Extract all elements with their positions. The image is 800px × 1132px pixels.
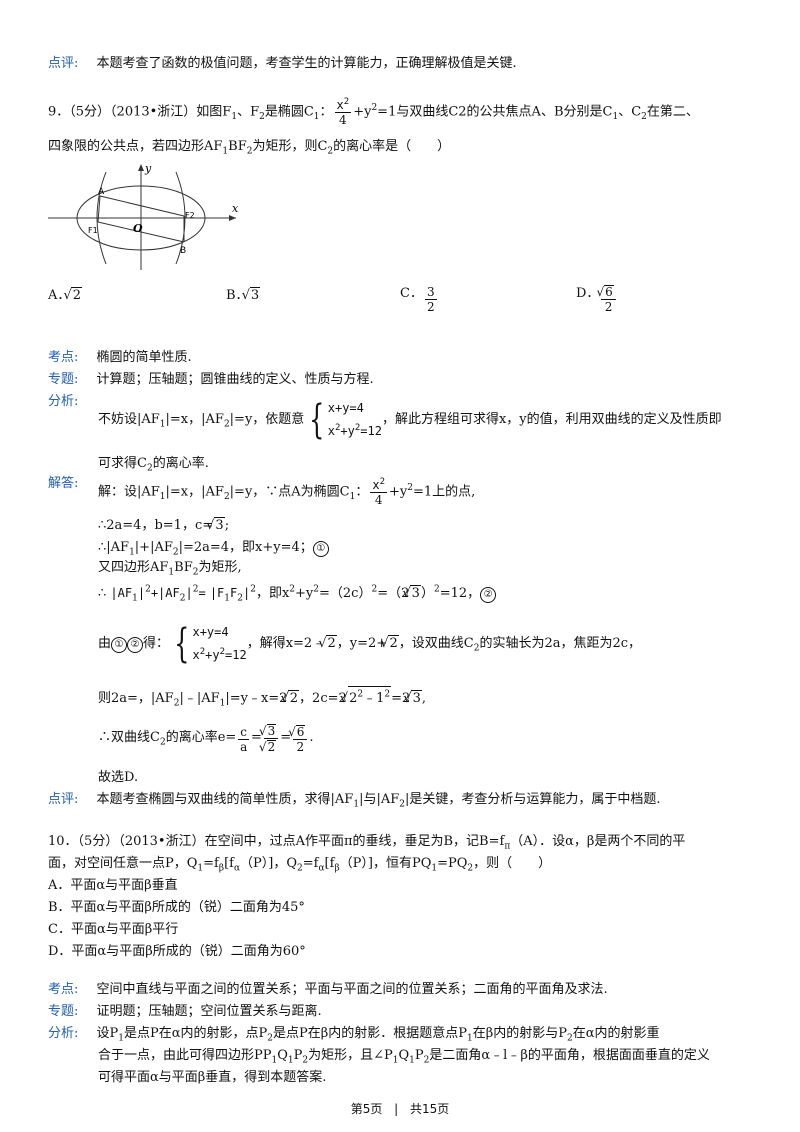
q10-fenxi-row3: 可得平面α与平面β垂直，得到本题答案. <box>98 1070 327 1085</box>
q9-solution-line7: 则2a=，|AF2|﹣|AF1|=y﹣x=22，2c=222﹣12=23, <box>98 686 426 709</box>
q9-solution-line3: ∴|AF1|+|AF2|=2a=4，即x+y=4；① <box>98 536 329 558</box>
q10-stem-line2: 面，对空间任意一点P，Q1=fβ[fα（P）]，Q2=fα[fβ（P）]，恒有P… <box>48 856 552 874</box>
segment-f1b <box>97 221 185 243</box>
y-axis-arrow <box>138 164 144 171</box>
q10-option-a[interactable]: A．平面α与平面β垂直 <box>48 878 178 893</box>
q9-solution-line8: ∴双曲线C2的离心率e=ca=32=62. <box>98 724 314 753</box>
top-comment-text: 本题考查了函数的极值问题，考查学生的计算能力，正确理解极值是关键. <box>96 56 517 71</box>
q9-option-a[interactable]: A．2 <box>48 284 82 303</box>
ellipse-hyperbola-figure: y x A B O F1 F2 <box>48 162 239 270</box>
q9-solution-line5: ∴ |AF1|2+|AF2|2= |F1F2|2，即x2+y2=（2c）2=（2… <box>98 582 497 604</box>
fig-label-B: B <box>180 246 186 256</box>
page-footer: 第5页 | 共15页 <box>0 1100 800 1117</box>
page-number: 第5页 <box>350 1102 383 1116</box>
fig-label-O: O <box>133 222 143 235</box>
footer-separator: | <box>394 1102 399 1116</box>
q10-fenxi-row2: 合于一点，由此可得四边形PP1Q1P2为矩形，且∠P1Q1P2是二面角α﹣l﹣β… <box>98 1048 710 1066</box>
q10-fenxi-row1: 分析: 设P1是点P在α内的射影，点P2是点P在β内的射影．根据题意点P1在β内… <box>48 1026 660 1044</box>
q9-option-b[interactable]: B．3 <box>226 284 261 303</box>
q10-kaodian-row: 考点: 空间中直线与平面之间的位置关系；平面与平面之间的位置关系；二面角的平面角… <box>48 982 608 997</box>
q9-kaodian-row: 考点: 椭圆的简单性质. <box>48 350 192 365</box>
q9-solution-line9: 故选D. <box>98 770 139 785</box>
segment-af1 <box>97 195 101 223</box>
q10-option-c[interactable]: C．平面α与平面β平行 <box>48 922 179 937</box>
segment-af2 <box>99 195 185 217</box>
ellipse-c1 <box>76 185 206 251</box>
x-axis-arrow <box>229 215 236 221</box>
q9-solution-line2: ∴2a=4，b=1，c=3; <box>98 514 229 533</box>
fig-label-y: y <box>144 162 152 175</box>
page-total: 共15页 <box>410 1102 450 1116</box>
fig-label-F1: F1 <box>88 226 98 235</box>
q10-stem-line1: 10．（5分）（2013•浙江）在空间中，过点A作平面π的垂线，垂足为B，记B=… <box>48 834 686 852</box>
q9-fenxi-label: 分析: <box>48 394 79 409</box>
q9-pingping-row: 点评: 本题考查椭圆与双曲线的简单性质，求得|AF1|与|AF2|是关键，考查分… <box>48 792 661 810</box>
q10-zhuanti-row: 专题: 证明题；压轴题；空间位置关系与距离. <box>48 1004 322 1019</box>
zhuanti-label: 专题: <box>48 372 79 387</box>
fig-label-F2: F2 <box>185 211 195 220</box>
q10-option-d[interactable]: D．平面α与平面β所成的（锐）二面角为60° <box>48 944 306 959</box>
hyperbola-right-branch <box>175 171 186 265</box>
q9-zhuanti-row: 专题: 计算题；压轴题；圆锥曲线的定义、性质与方程. <box>48 372 374 387</box>
fig-label-A: A <box>98 187 105 197</box>
q9-fenxi-line2: 可求得C2的离心率. <box>98 456 209 474</box>
q9-solution-line4: 又四边形AF1BF2为矩形, <box>98 560 242 578</box>
kaodian-label: 考点: <box>48 350 79 365</box>
q9-jieda-label: 解答: <box>48 476 79 491</box>
q9-option-d[interactable]: D．62 <box>576 282 618 313</box>
q9-solution-line6: 由①②得：{x+y=4x2+y2=12，解得x=2﹣2，y=2+2，设双曲线C2… <box>98 622 641 665</box>
pingping-label: 点评: <box>48 56 79 71</box>
top-comment-row: 点评: 本题考查了函数的极值问题，考查学生的计算能力，正确理解极值是关键. <box>48 52 517 71</box>
q9-stem-line2: 四象限的公共点，若四边形AF1BF2为矩形，则C2的离心率是（ ） <box>48 139 451 157</box>
fig-label-x: x <box>232 202 239 215</box>
hyperbola-left-branch <box>96 171 107 265</box>
q10-option-b[interactable]: B．平面α与平面β所成的（锐）二面角为45° <box>48 900 305 915</box>
